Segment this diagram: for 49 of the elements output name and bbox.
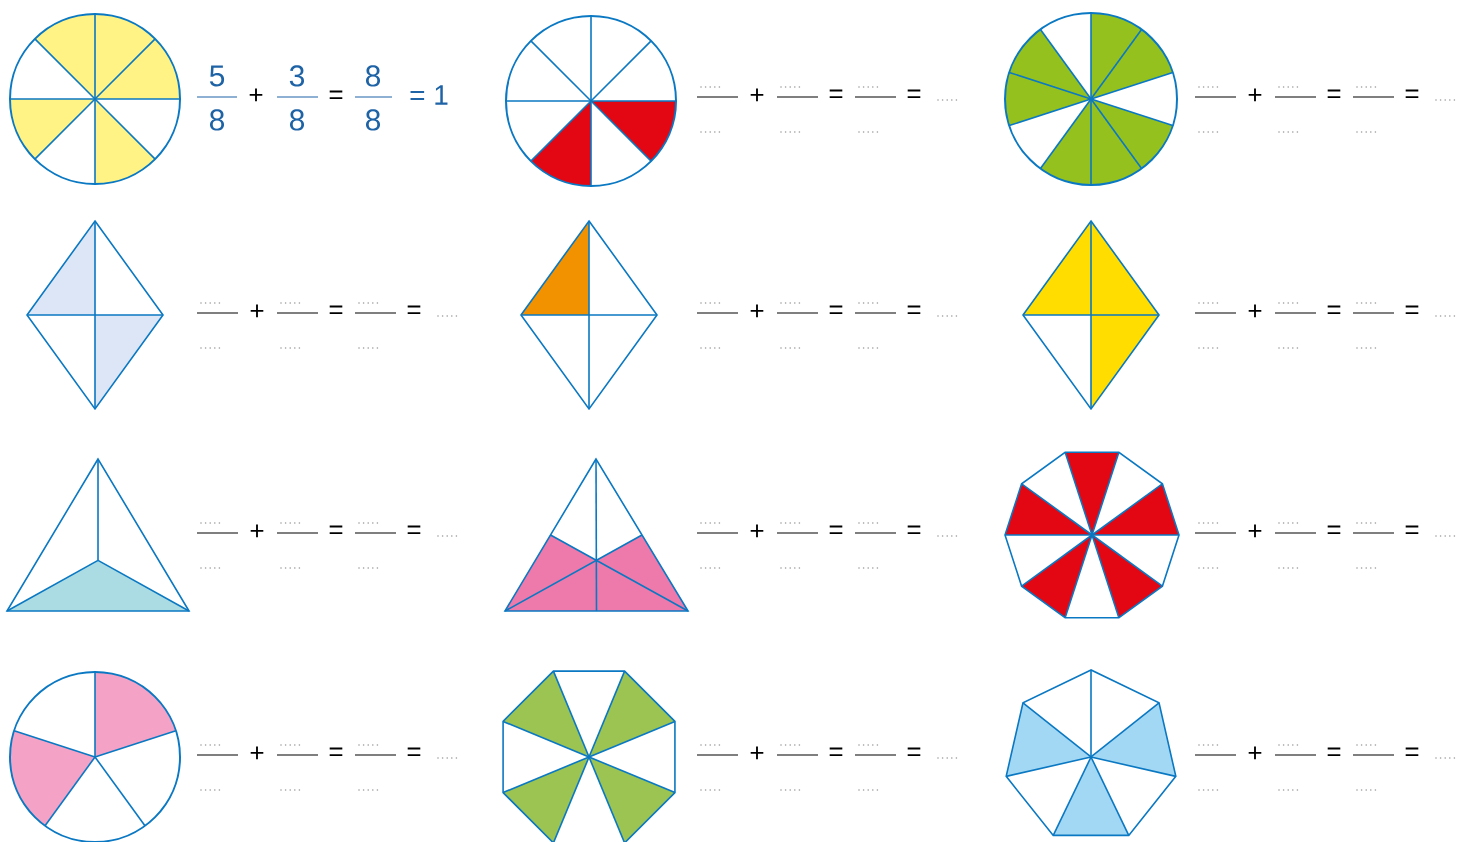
plus-sign: + [1248,746,1262,760]
equals-sign: = [907,89,921,98]
equals-sign: = [1327,89,1341,98]
plus-sign: + [1248,88,1262,102]
equals-sign: = [407,525,421,534]
plus-sign: + [250,524,264,538]
equals-sign: = [329,525,343,534]
plus-sign: + [750,304,764,318]
octagon-drawing [502,670,676,842]
equals-sign: = [829,525,843,534]
numeral: 8 [365,65,381,87]
equals-sign: = [1405,525,1419,534]
equals-sign: = [1405,747,1419,756]
equals-sign: = [829,89,843,98]
result-text: = 1 [410,85,448,105]
sector-circle-drawing [9,13,181,185]
equals-sign: = [407,747,421,756]
equals-sign: = [907,747,921,756]
plus-sign: + [750,746,764,760]
equals-sign: = [1327,525,1341,534]
sector-circle-drawing [505,15,677,187]
plus-sign: + [250,746,264,760]
equals-sign: = [407,305,421,314]
heptagon-drawing [1005,669,1177,837]
equals-sign: = [1327,747,1341,756]
plus-sign: + [1248,524,1262,538]
numeral: 8 [289,109,305,131]
equals-sign: = [329,747,343,756]
sector-circle-drawing [9,671,181,842]
equals-sign: = [907,525,921,534]
plus-sign: + [250,304,264,318]
plus-sign: + [249,88,263,102]
decagon-drawing [1004,451,1180,619]
sector-circle-drawing [1004,12,1178,186]
equals-sign: = [1405,305,1419,314]
equals-sign: = [1405,89,1419,98]
equals-sign: = [1327,305,1341,314]
plus-sign: + [750,88,764,102]
equals-sign: = [907,305,921,314]
numeral: 3 [289,65,305,87]
equals-sign: = [329,90,343,99]
numeral: 8 [209,109,225,131]
plus-sign: + [750,524,764,538]
numeral: 5 [209,65,225,87]
equals-sign: = [829,747,843,756]
equals-sign: = [329,305,343,314]
plus-sign: + [1248,304,1262,318]
numeral: 8 [365,109,381,131]
equals-sign: = [829,305,843,314]
